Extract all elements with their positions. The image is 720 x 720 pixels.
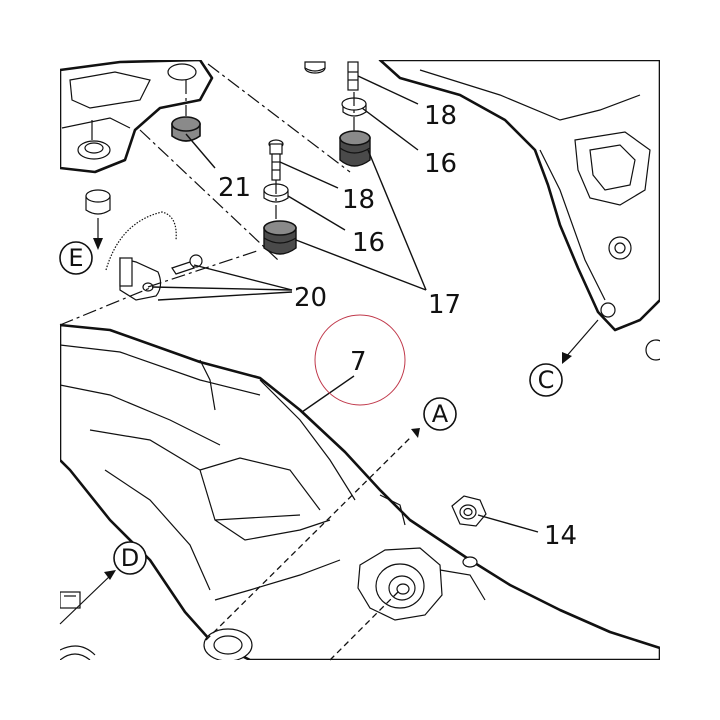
alignment-lines xyxy=(59,63,355,326)
washer-16-lower xyxy=(263,183,289,203)
view-letter-c: C xyxy=(529,363,563,397)
direction-lines xyxy=(59,319,599,661)
bolt-18-lower xyxy=(268,139,284,181)
bolt-18-upper xyxy=(347,61,359,91)
view-letters: A C D E xyxy=(59,241,563,575)
callout-17: 17 xyxy=(428,290,461,320)
callout-16-lower: 16 xyxy=(352,228,385,258)
view-letter-d: D xyxy=(113,541,147,575)
connector xyxy=(60,591,96,660)
callout-18-upper: 18 xyxy=(424,101,457,131)
callout-labels: 21 18 16 18 16 20 17 7 14 xyxy=(218,101,577,551)
view-letter-a: A xyxy=(423,397,457,431)
upper-right-frame xyxy=(378,60,660,361)
svg-text:A: A xyxy=(432,400,449,428)
mount-17-upper xyxy=(339,130,371,167)
callout-7: 7 xyxy=(350,347,367,377)
grommet-21 xyxy=(171,80,201,142)
svg-text:C: C xyxy=(538,366,555,394)
upper-bracket xyxy=(60,60,214,174)
top-washer xyxy=(304,61,326,74)
svg-text:E: E xyxy=(68,244,83,272)
callout-14: 14 xyxy=(544,521,577,551)
mount-17-lower xyxy=(263,220,297,255)
highlight-circle xyxy=(314,314,406,406)
svg-text:D: D xyxy=(121,544,139,572)
callout-18-lower: 18 xyxy=(342,185,375,215)
washer-e xyxy=(85,189,111,250)
leader-lines xyxy=(151,75,539,533)
callout-21: 21 xyxy=(218,173,251,203)
view-letter-e: E xyxy=(59,241,93,275)
callout-20: 20 xyxy=(294,283,327,313)
callout-16-upper: 16 xyxy=(424,149,457,179)
nut-14 xyxy=(451,495,487,527)
